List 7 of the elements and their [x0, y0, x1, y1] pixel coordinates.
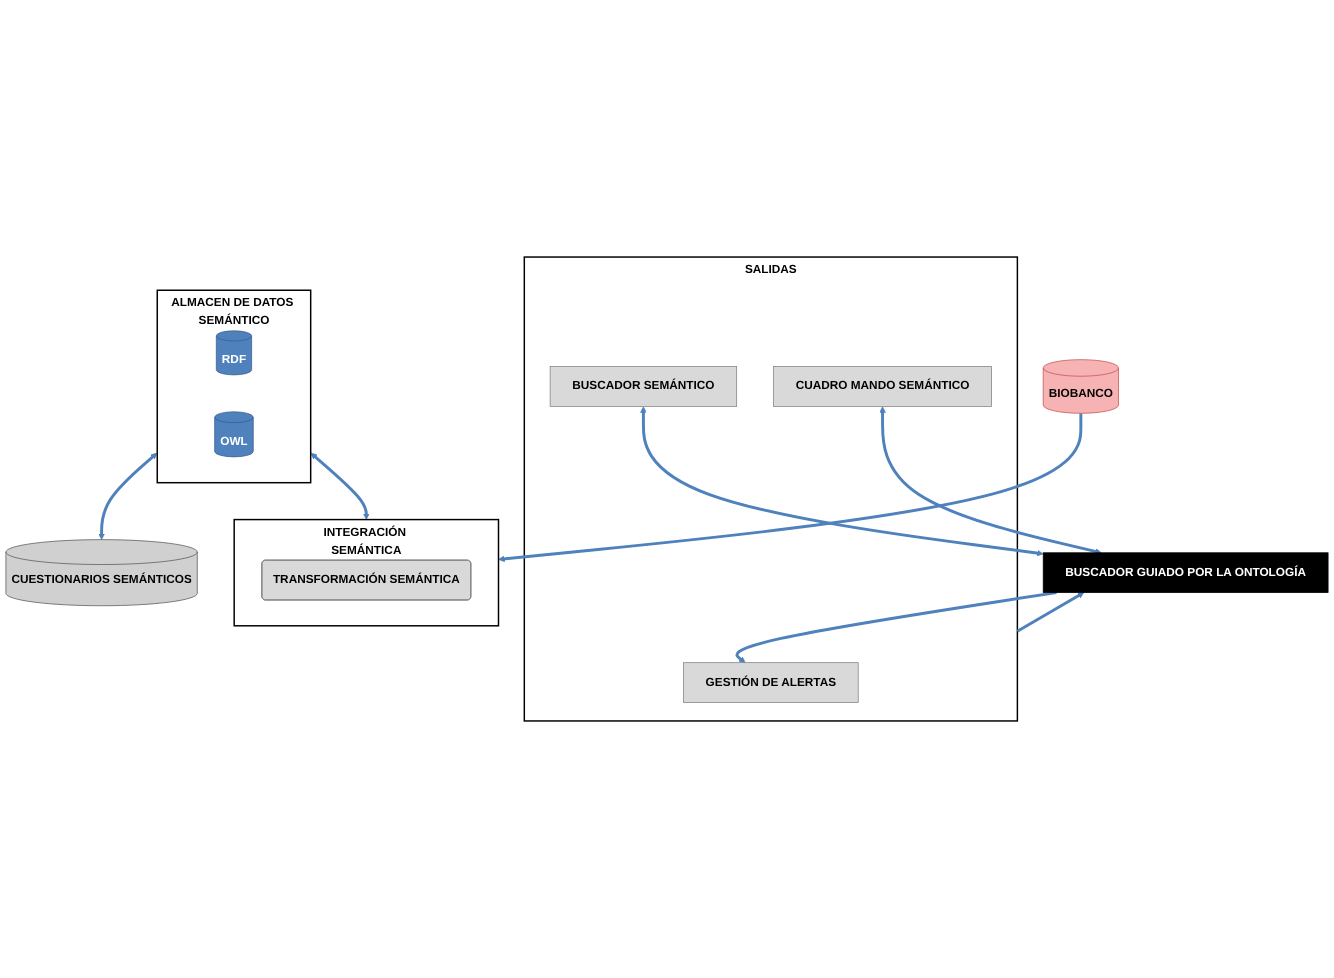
- arrow: [736, 591, 1057, 663]
- arrow: [1016, 592, 1085, 633]
- arrow: [310, 452, 370, 520]
- arrow: [498, 413, 1083, 563]
- arrow: [98, 452, 158, 540]
- arrow: [640, 406, 1044, 557]
- arrow: [879, 406, 1102, 555]
